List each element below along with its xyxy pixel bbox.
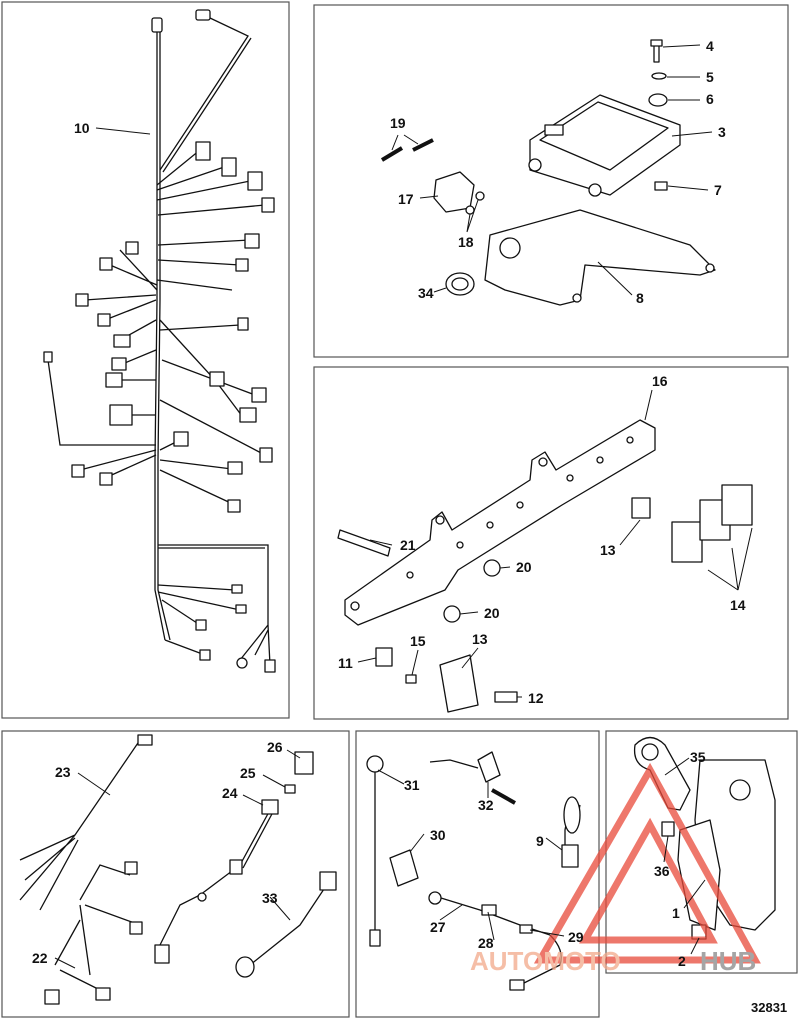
ecm-module [528, 94, 681, 197]
callout-35: 35 [690, 749, 706, 765]
callout-7: 7 [714, 182, 722, 198]
callout-4: 4 [706, 38, 714, 54]
relay-mounting-bracket [344, 419, 656, 626]
panel-relay-bracket [313, 366, 789, 720]
watermark: AUTOMOTO HUB [470, 762, 761, 976]
watermark-logo-mark [533, 762, 761, 964]
callout-10: 10 [74, 120, 90, 136]
watermark-text-primary: AUTOMOTO [470, 946, 621, 976]
callout-20-lower: 20 [484, 605, 500, 621]
callout-14: 14 [730, 597, 746, 613]
sub-harnesses [19, 734, 337, 1005]
callout-19: 19 [390, 115, 406, 131]
callout-32: 32 [478, 797, 494, 813]
callout-29: 29 [568, 929, 584, 945]
callout-27: 27 [430, 919, 446, 935]
callout-28: 28 [478, 935, 494, 951]
callout-18: 18 [458, 234, 474, 250]
main-wiring-harness [43, 9, 276, 673]
ecm-hardware [380, 39, 668, 296]
callout-8: 8 [636, 290, 644, 306]
callout-24: 24 [222, 785, 238, 801]
callout-22: 22 [32, 950, 48, 966]
callout-5: 5 [706, 69, 714, 85]
callout-13-upper: 13 [600, 542, 616, 558]
callout-13-lower: 13 [472, 631, 488, 647]
callout-9: 9 [536, 833, 544, 849]
callout-2: 2 [678, 953, 686, 969]
callout-31: 31 [404, 777, 420, 793]
callout-11: 11 [338, 655, 353, 671]
leader-lines [54, 44, 753, 969]
callout-3: 3 [718, 124, 726, 140]
callout-15: 15 [410, 633, 426, 649]
panel-sub-harness [1, 730, 350, 1018]
relay-hardware [337, 484, 753, 713]
callout-1: 1 [672, 905, 680, 921]
callout-33: 33 [262, 890, 278, 906]
watermark-text-secondary: HUB [700, 946, 756, 976]
panel-ecm [313, 4, 789, 358]
ecm-mounting-bracket [484, 209, 716, 306]
callout-20-upper: 20 [516, 559, 532, 575]
callout-25: 25 [240, 765, 256, 781]
callout-6: 6 [706, 91, 714, 107]
callout-16: 16 [652, 373, 668, 389]
callout-26: 26 [267, 739, 283, 755]
panel-sensors [355, 730, 600, 1018]
panel-main-harness [1, 1, 290, 719]
callout-34: 34 [418, 285, 434, 301]
callout-12: 12 [528, 690, 544, 706]
callout-30: 30 [430, 827, 446, 843]
diagram-reference-number: 32831 [751, 1000, 787, 1015]
callout-21: 21 [400, 537, 416, 553]
callout-17: 17 [398, 191, 414, 207]
callout-23: 23 [55, 764, 71, 780]
callout-36: 36 [654, 863, 670, 879]
callout-labels: 10 4 5 6 3 7 8 19 17 18 34 16 21 13 14 2… [32, 38, 746, 969]
